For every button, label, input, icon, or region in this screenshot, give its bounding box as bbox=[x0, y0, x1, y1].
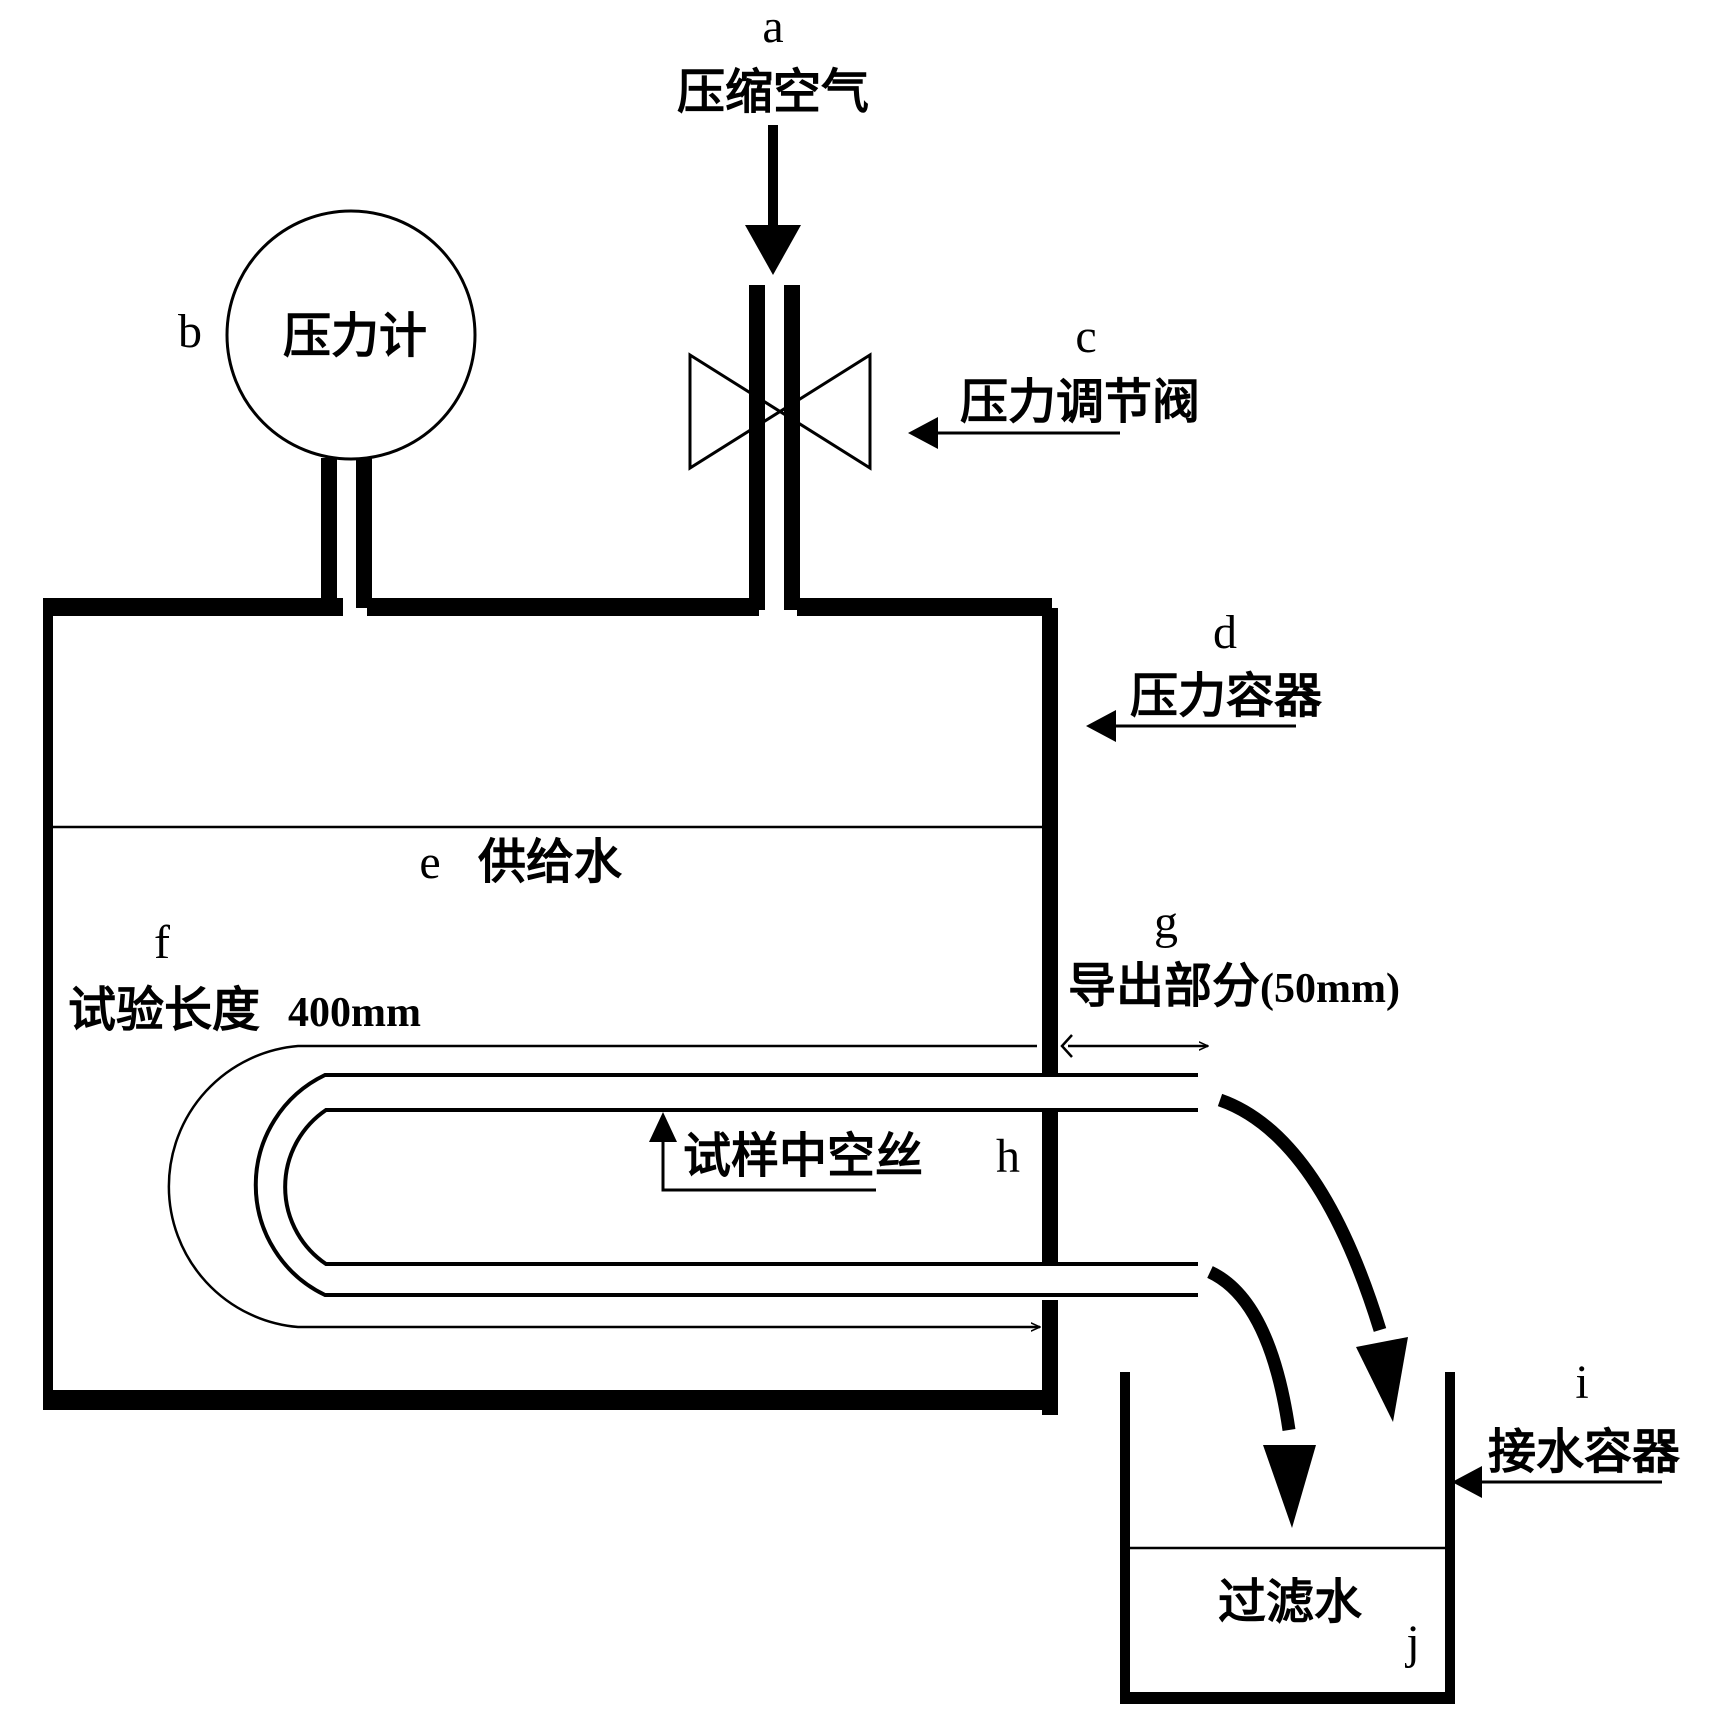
label-f-letter: f bbox=[154, 916, 170, 969]
pressure-gauge-icon bbox=[225, 209, 477, 608]
label-supply-water: 供给水 bbox=[478, 834, 623, 890]
label-lead-out-section: 导出部分 bbox=[1068, 958, 1260, 1014]
label-filtered-water: 过滤水 bbox=[1218, 1574, 1363, 1630]
label-compressed-air: 压缩空气 bbox=[677, 64, 869, 120]
label-pressure-regulating-valve: 压力调节阀 bbox=[960, 374, 1200, 430]
label-pressure-gauge: 压力计 bbox=[283, 308, 427, 364]
label-test-length-value: 400mm bbox=[288, 990, 421, 1036]
label-test-length: 试验长度 bbox=[68, 982, 260, 1038]
water-collection-container bbox=[1120, 1372, 1455, 1704]
air-inlet-arrow bbox=[745, 125, 801, 275]
label-h-letter: h bbox=[996, 1130, 1020, 1183]
label-sample-hollow-fiber: 试样中空丝 bbox=[683, 1128, 923, 1184]
label-pressure-vessel: 压力容器 bbox=[1130, 668, 1323, 724]
label-pointers bbox=[649, 417, 1662, 1498]
label-water-collection-container: 接水容器 bbox=[1488, 1424, 1681, 1480]
dimension-arrows bbox=[167, 1034, 1208, 1327]
pressure-regulating-valve-icon bbox=[688, 340, 872, 480]
filtrate-flow-arrows bbox=[1207, 1093, 1408, 1528]
label-g-letter: g bbox=[1154, 896, 1178, 949]
label-i-letter: i bbox=[1575, 1356, 1588, 1409]
pressure-vessel bbox=[43, 598, 1058, 1415]
label-b-letter: b bbox=[178, 305, 202, 358]
hollow-fiber-u-tube bbox=[253, 1073, 1198, 1297]
label-e-letter: e bbox=[419, 836, 440, 889]
label-j-letter: j bbox=[1404, 1616, 1419, 1669]
label-a-letter: a bbox=[762, 0, 783, 53]
label-d-letter: d bbox=[1213, 606, 1237, 659]
label-c-letter: c bbox=[1075, 310, 1096, 363]
label-lead-out-value: (50mm) bbox=[1260, 966, 1400, 1012]
